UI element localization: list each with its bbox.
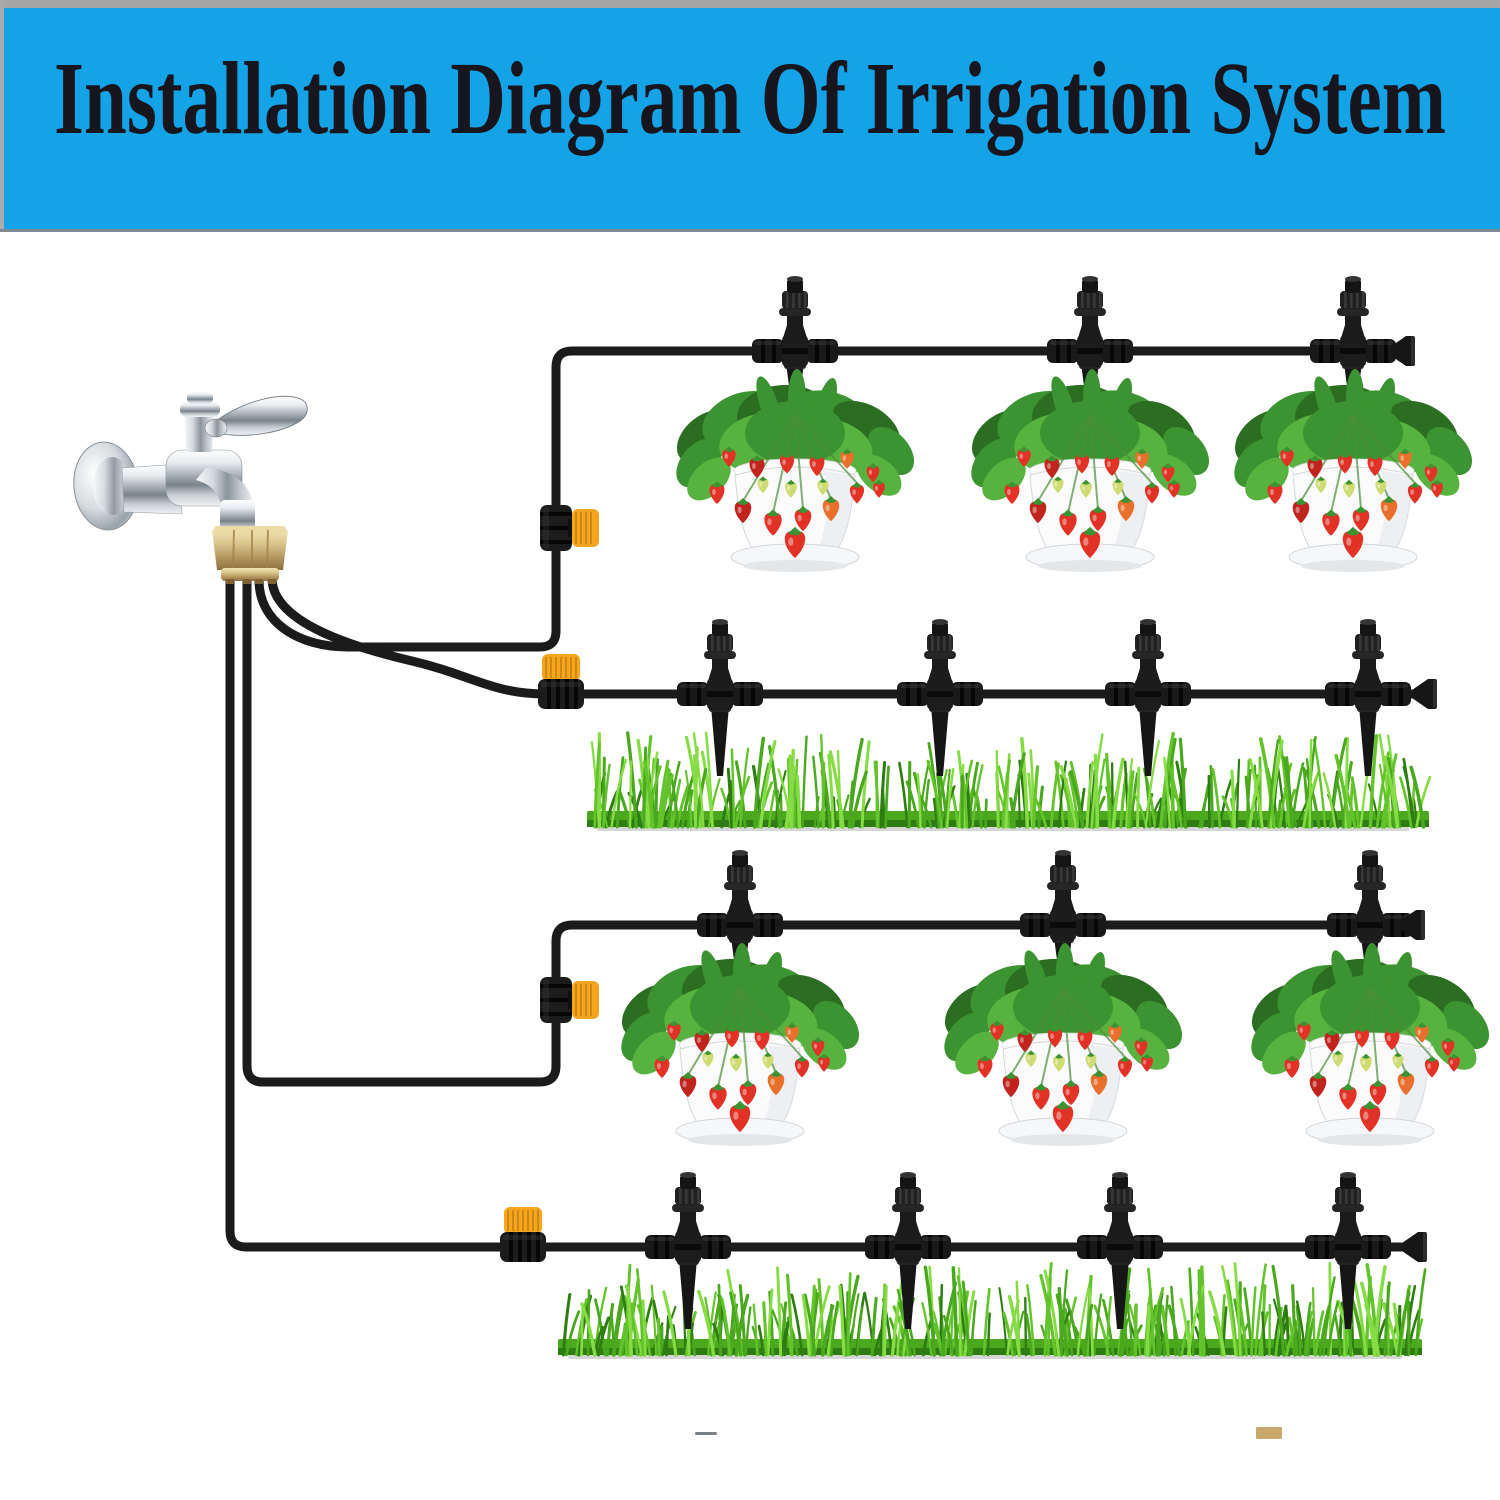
mist-sprayer-head bbox=[1354, 850, 1386, 912]
faucet-handle-pivot bbox=[204, 418, 228, 438]
mist-sprayer-head bbox=[1337, 276, 1369, 338]
mist-sprayer-head bbox=[1047, 850, 1079, 912]
feed-tube-second-strawberry-row bbox=[242, 580, 1404, 1087]
grass-patch bbox=[558, 1261, 1427, 1359]
grass-row-1 bbox=[587, 619, 1437, 831]
mist-sprayer-head bbox=[1352, 619, 1384, 681]
ground-stake bbox=[1339, 1259, 1357, 1329]
image-artifacts-layer bbox=[695, 1427, 1282, 1439]
ground-stake bbox=[899, 1259, 917, 1329]
mist-sprayer-head bbox=[924, 619, 956, 681]
feed-tube-grass-row-2 bbox=[225, 580, 1408, 1252]
grass-row-2 bbox=[558, 1172, 1427, 1359]
page-title: Installation Diagram Of Irrigation Syste… bbox=[54, 41, 1446, 156]
strawberry-pot bbox=[676, 369, 915, 572]
strawberry-pot bbox=[621, 943, 860, 1146]
banner-left-strip bbox=[0, 0, 4, 232]
strawberries bbox=[977, 1020, 1153, 1133]
brass-nut-facets bbox=[232, 529, 269, 571]
quick-connector-row-3-riser bbox=[540, 977, 599, 1023]
image-artifact bbox=[1256, 1427, 1282, 1439]
ground-stake bbox=[931, 706, 949, 776]
drip-stake-sprinkler bbox=[1077, 1172, 1163, 1329]
brass-nut-top-bevel bbox=[214, 526, 286, 534]
manifold-ports bbox=[226, 579, 276, 584]
drip-stake-sprinkler bbox=[1305, 1172, 1391, 1329]
strawberries bbox=[1004, 446, 1180, 559]
end-plug bbox=[1390, 336, 1415, 366]
ground-stake bbox=[679, 1259, 697, 1329]
strawberry-pot bbox=[944, 943, 1183, 1146]
faucet-bonnet-ring bbox=[180, 402, 220, 417]
drip-stake-sprinkler bbox=[1325, 619, 1411, 776]
mist-sprayer-head bbox=[672, 1172, 704, 1234]
quick-connector-top-row-riser bbox=[540, 505, 599, 551]
brass-hose-nut bbox=[212, 530, 288, 570]
drip-stake-sprinkler bbox=[677, 619, 763, 776]
ground-stake bbox=[1139, 706, 1157, 776]
feed-tube-grass-row-1 bbox=[267, 579, 1414, 699]
title-banner: Installation Diagram Of Irrigation Syste… bbox=[0, 0, 1500, 232]
strawberry-pot bbox=[1251, 943, 1490, 1146]
drip-stake-sprinkler bbox=[1105, 619, 1191, 776]
water-faucet bbox=[73, 392, 308, 584]
mist-sprayer-head bbox=[892, 1172, 924, 1234]
strawberry-row-2 bbox=[621, 850, 1490, 1146]
mist-sprayer-head bbox=[1132, 619, 1164, 681]
quick-connectors-layer bbox=[500, 505, 599, 1262]
ground-stake bbox=[711, 706, 729, 776]
pot-sprinkler bbox=[1020, 850, 1106, 983]
mist-sprayer-head bbox=[1332, 1172, 1364, 1234]
ground-stake bbox=[1111, 1259, 1129, 1329]
brass-4-way-manifold bbox=[221, 568, 279, 581]
banner-background bbox=[0, 8, 1500, 230]
mist-sprayer-head bbox=[1074, 276, 1106, 338]
drip-stake-sprinkler bbox=[865, 1172, 951, 1329]
mist-sprayer-head bbox=[704, 619, 736, 681]
strawberries bbox=[1284, 1020, 1460, 1133]
quick-connector-grass-row-2 bbox=[500, 1207, 546, 1262]
faucet-cap bbox=[187, 392, 213, 404]
grass-patch bbox=[587, 731, 1432, 831]
faucet-spout-tube bbox=[220, 500, 255, 534]
faucet-flange-hub bbox=[93, 457, 131, 515]
drip-stake-sprinkler bbox=[897, 619, 983, 776]
strawberries bbox=[709, 446, 885, 559]
ground-stake bbox=[1359, 706, 1377, 776]
supply-tubes-layer bbox=[225, 346, 1414, 1252]
strawberries bbox=[1267, 446, 1443, 559]
mist-sprayer-head bbox=[724, 850, 756, 912]
strawberry-pot bbox=[1234, 369, 1473, 572]
image-artifact bbox=[695, 1432, 717, 1435]
feed-tube-top-strawberry-row bbox=[254, 346, 1392, 652]
mist-sprayer-head bbox=[779, 276, 811, 338]
end-plug bbox=[1402, 1232, 1427, 1262]
drip-stake-sprinkler bbox=[645, 1172, 731, 1329]
strawberry-pot bbox=[971, 369, 1210, 572]
banner-bottom-edge bbox=[0, 229, 1500, 232]
quick-connector-grass-row-1 bbox=[538, 654, 584, 709]
end-plug bbox=[1400, 910, 1425, 940]
strawberry-row-1 bbox=[676, 276, 1473, 572]
faucet-lever-handle bbox=[211, 395, 308, 436]
irrigation-rows-layer bbox=[558, 276, 1490, 1359]
mist-sprayer-head bbox=[1104, 1172, 1136, 1234]
banner-top-strip bbox=[0, 0, 1500, 8]
strawberries bbox=[654, 1020, 830, 1133]
end-plug bbox=[1412, 679, 1437, 709]
